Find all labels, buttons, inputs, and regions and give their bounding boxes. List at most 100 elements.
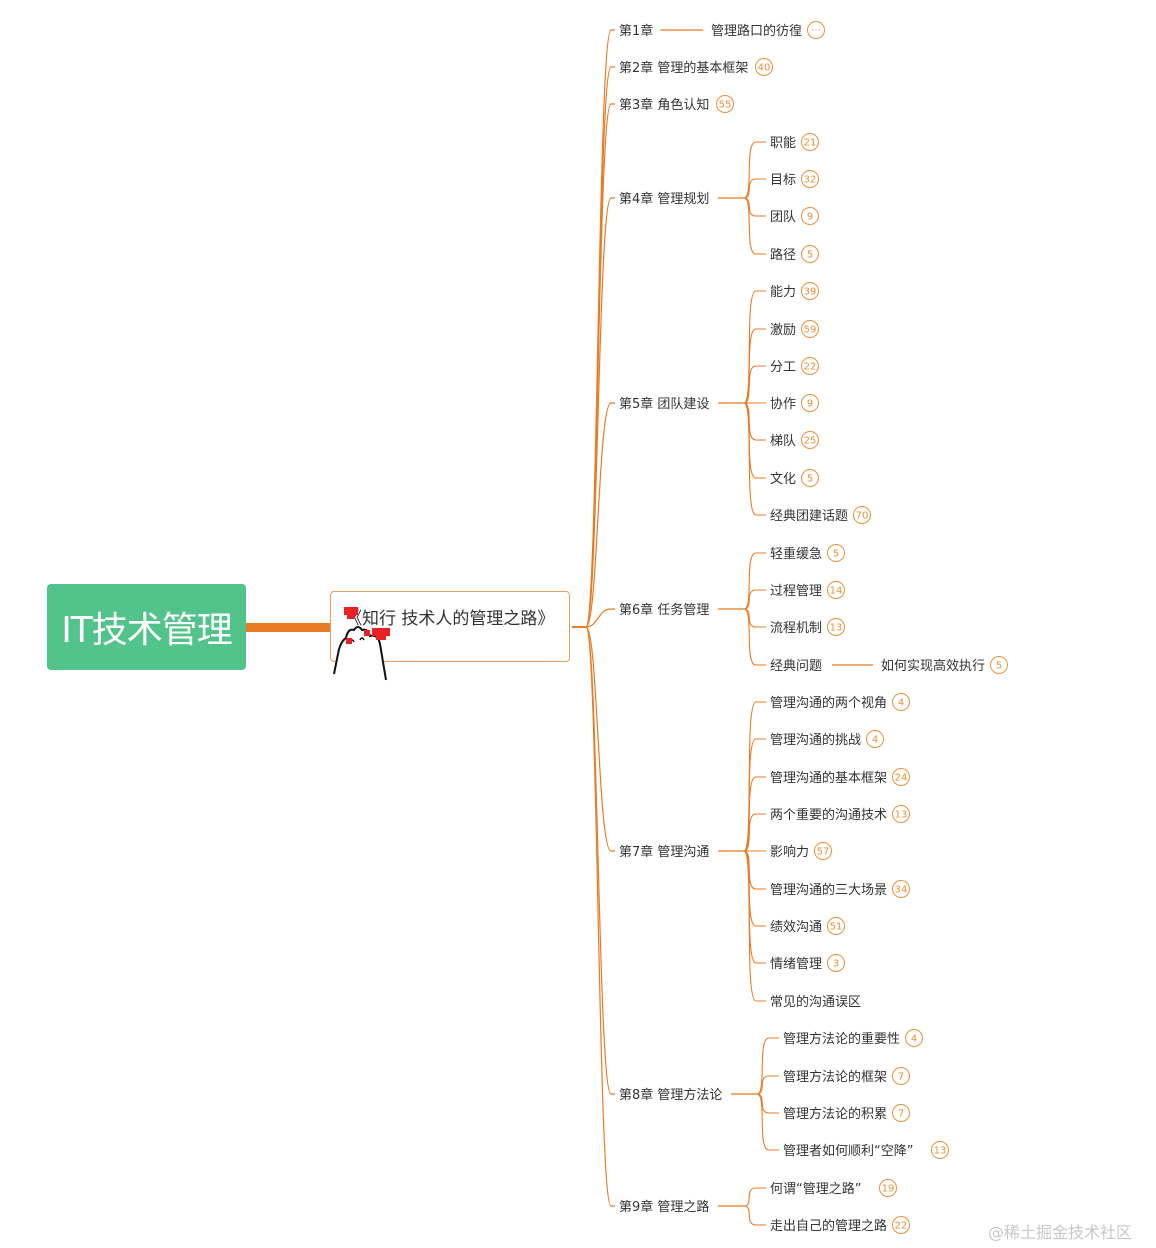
child-connector [743, 141, 766, 199]
chapter-3-label[interactable]: 第3章 角色认知 [619, 97, 709, 113]
chapter-6-label[interactable]: 第6章 任务管理 [619, 602, 709, 618]
chapter-1-child-label[interactable]: 管理路口的彷徨 [711, 23, 802, 39]
chapter-8-child-4-badge[interactable]: 13 [931, 1141, 949, 1159]
svg-text:40: 40 [758, 63, 771, 74]
chapter-6-child-3-badge[interactable]: 13 [827, 618, 845, 636]
child-connector [743, 197, 766, 217]
chapter-5-child-6-label[interactable]: 文化 [770, 472, 796, 487]
svg-text:4: 4 [898, 698, 904, 709]
chapter-7-child-5-label[interactable]: 影响力 [770, 844, 809, 860]
svg-text:59: 59 [804, 325, 817, 336]
chapter-3-badge[interactable]: 55 [716, 95, 734, 113]
child-connector [743, 290, 766, 404]
chapter-9-label[interactable]: 第9章 管理之路 [619, 1199, 709, 1215]
chapter-7-child-8-label[interactable]: 情绪管理 [770, 957, 822, 972]
chapter-5-child-7-badge[interactable]: 70 [853, 506, 871, 524]
chapter-7-child-8-badge[interactable]: 3 [827, 954, 845, 972]
chapter-7-child-6-badge[interactable]: 34 [892, 880, 910, 898]
chapter-7-child-7-badge[interactable]: 51 [827, 917, 845, 935]
chapter-connector [572, 626, 615, 1095]
chapter-4-child-2-badge[interactable]: 32 [801, 170, 819, 188]
chapter-9-child-2-label[interactable]: 走出自己的管理之路 [770, 1218, 887, 1234]
chapter-9-child-2-badge[interactable]: 22 [892, 1216, 910, 1234]
child-connector [743, 197, 766, 255]
chapter-6-child-2-label[interactable]: 过程管理 [770, 584, 822, 599]
chapter-9-child-1-badge[interactable]: 19 [879, 1179, 897, 1197]
chapter-4-child-1-label[interactable]: 职能 [770, 136, 796, 151]
chapter-5-child-5-badge[interactable]: 25 [801, 431, 819, 449]
chapter-5-child-1-label[interactable]: 能力 [770, 285, 796, 300]
svg-text:13: 13 [895, 810, 908, 821]
paw-hearts-sticker-icon [333, 607, 390, 681]
child-connector [743, 1205, 766, 1226]
watermark: @稀土掘金技术社区 [988, 1223, 1133, 1242]
chapter-6-child-1-badge[interactable]: 5 [827, 544, 845, 562]
chapter-5-child-2-badge[interactable]: 59 [801, 320, 819, 338]
svg-text:5: 5 [807, 250, 813, 261]
root-connector [246, 623, 330, 632]
chapter-5-label[interactable]: 第5章 团队建设 [619, 396, 709, 412]
chapter-7-label[interactable]: 第7章 管理沟通 [619, 844, 709, 860]
svg-text:22: 22 [804, 362, 817, 373]
chapter-2-label[interactable]: 第2章 管理的基本框架 [619, 60, 748, 76]
chapter-7-child-4-label[interactable]: 两个重要的沟通技术 [770, 807, 887, 823]
chapter-5-child-2-label[interactable]: 激励 [770, 323, 796, 338]
child-connector [743, 850, 766, 1002]
chapter-5-child-6-badge[interactable]: 5 [801, 469, 819, 487]
chapter-7-child-5-badge[interactable]: 57 [814, 842, 832, 860]
chapter-8-child-1-badge[interactable]: 4 [905, 1029, 923, 1047]
grandchild-badge[interactable]: 5 [990, 656, 1008, 674]
chapter-5-child-3-label[interactable]: 分工 [770, 360, 796, 375]
chapter-4-child-4-badge[interactable]: 5 [801, 245, 819, 263]
chapter-5-child-4-badge[interactable]: 9 [801, 394, 819, 412]
chapter-7-child-7-label[interactable]: 绩效沟通 [770, 920, 822, 935]
root-topic[interactable]: IT技术管理 [47, 584, 246, 670]
child-connector [743, 608, 766, 666]
child-connector [743, 178, 766, 199]
chapter-5-child-3-badge[interactable]: 22 [801, 357, 819, 375]
chapter-8-child-3-badge[interactable]: 7 [892, 1104, 910, 1122]
chapter-8-child-4-label[interactable]: 管理者如何顺利“空降” [783, 1143, 913, 1159]
svg-text:51: 51 [830, 922, 843, 933]
grandchild-label[interactable]: 如何实现高效执行 [881, 658, 985, 674]
chapter-4-child-1-badge[interactable]: 21 [801, 133, 819, 151]
chapter-5-child-1-badge[interactable]: 39 [801, 282, 819, 300]
chapter-4-child-2-label[interactable]: 目标 [770, 173, 796, 188]
chapter-6-child-1-label[interactable]: 轻重缓急 [770, 546, 822, 562]
chapter-7-child-2-badge[interactable]: 4 [866, 730, 884, 748]
chapter-8-child-2-badge[interactable]: 7 [892, 1067, 910, 1085]
chapter-4-label[interactable]: 第4章 管理规划 [619, 191, 709, 207]
chapter-5-child-7-label[interactable]: 经典团建话题 [770, 509, 848, 524]
chapter-6-child-3-label[interactable]: 流程机制 [770, 621, 822, 636]
chapter-7-child-1-badge[interactable]: 4 [892, 693, 910, 711]
chapter-7-child-6-label[interactable]: 管理沟通的三大场景 [770, 882, 887, 898]
chapter-4-child-3-badge[interactable]: 9 [801, 207, 819, 225]
child-connector [756, 1037, 779, 1095]
chapter-7-child-3-label[interactable]: 管理沟通的基本框架 [770, 770, 887, 786]
chapter-1-label[interactable]: 第1章 [619, 23, 653, 39]
chapter-8-label[interactable]: 第8章 管理方法论 [619, 1087, 722, 1103]
book-topic-label: 《知行 技术人的管理之路》 [345, 609, 555, 629]
svg-text:13: 13 [830, 623, 843, 634]
chapter-7-child-3-badge[interactable]: 24 [892, 768, 910, 786]
chapter-5-child-5-label[interactable]: 梯队 [770, 434, 796, 449]
chapter-4-child-4-label[interactable]: 路径 [770, 247, 796, 263]
child-connector [756, 1075, 779, 1095]
chapter-7-child-1-label[interactable]: 管理沟通的两个视角 [770, 695, 887, 711]
chapter-2-badge[interactable]: 40 [755, 58, 773, 76]
chapter-7-child-2-label[interactable]: 管理沟通的挑战 [770, 732, 861, 748]
chapter-8-child-1-label[interactable]: 管理方法论的重要性 [783, 1031, 900, 1047]
chapter-7-child-9-label[interactable]: 常见的沟通误区 [770, 994, 861, 1010]
chapter-8-child-3-label[interactable]: 管理方法论的积累 [783, 1106, 887, 1122]
chapter-8-child-2-label[interactable]: 管理方法论的框架 [783, 1069, 887, 1085]
chapter-4-child-3-label[interactable]: 团队 [770, 210, 796, 225]
chapter-9-child-1-label[interactable]: 何谓“管理之路” [770, 1181, 861, 1197]
chapter-7-child-4-badge[interactable]: 13 [892, 805, 910, 823]
chapter-6-child-4-label[interactable]: 经典问题 [770, 659, 822, 674]
chapter-6-child-2-badge[interactable]: 14 [827, 581, 845, 599]
child-connector [743, 738, 766, 852]
svg-text:22: 22 [895, 1221, 908, 1232]
chapter-1-child-badge[interactable]: ··· [807, 21, 825, 39]
chapter-5-child-4-label[interactable]: 协作 [770, 397, 796, 412]
